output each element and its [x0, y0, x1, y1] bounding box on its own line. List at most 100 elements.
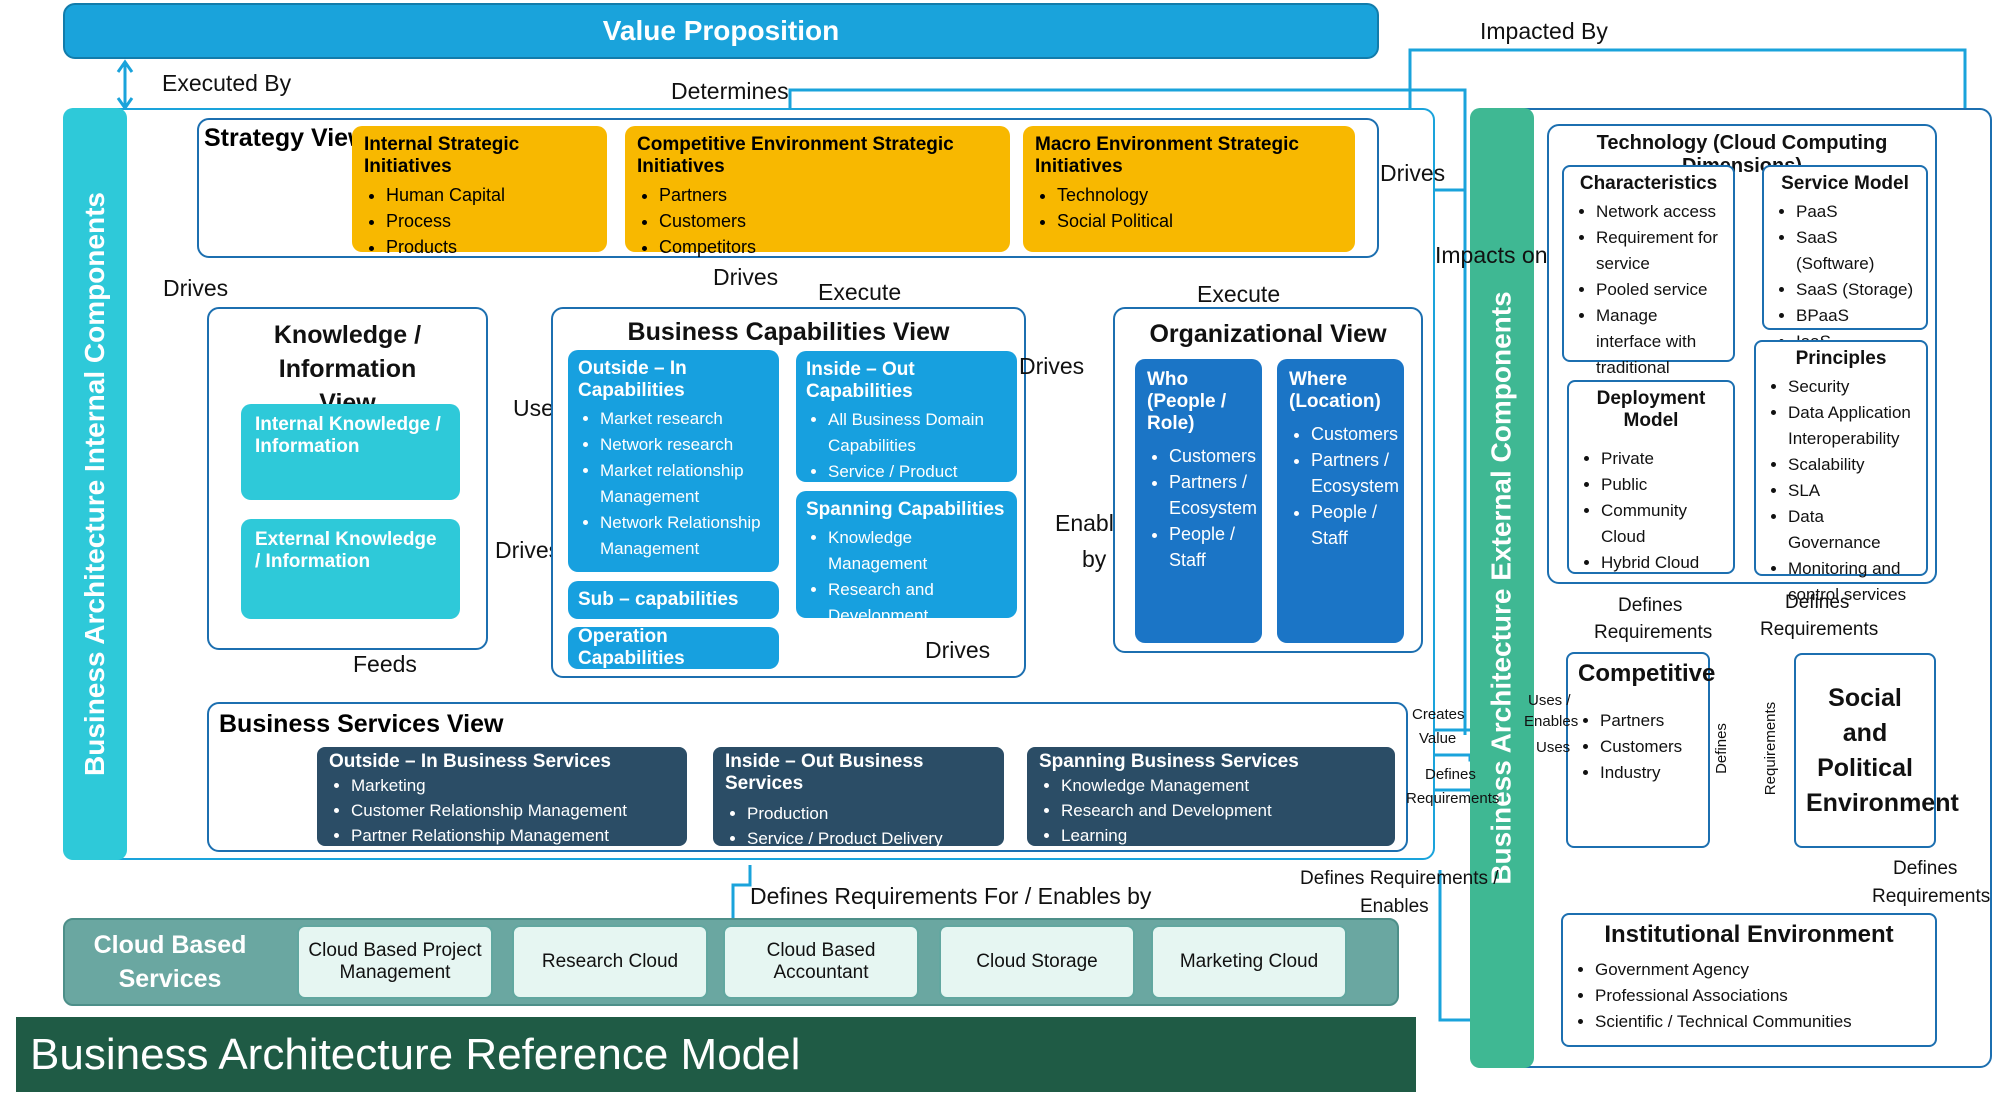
operation-capabilities-label: Operation Capabilities: [578, 626, 685, 669]
competitive-environment-strategic-initiatives: Competitive Environment Strategic Initia…: [625, 126, 1010, 257]
outside-in-services-title: Outside – In Business Services: [329, 751, 611, 772]
cloud-based-services-title: Cloud Based Services: [75, 928, 265, 996]
inside-out-capabilities: Inside – Out Capabilities All Business D…: [796, 351, 1017, 507]
requirements-label: Requirements: [1406, 790, 1500, 807]
list-item: PaaS: [1796, 199, 1916, 225]
external-knowledge-label: External Knowledge / Information: [255, 529, 437, 572]
list-item: All Business Domain Capabilities: [828, 407, 1007, 459]
external-knowledge-box: External Knowledge / Information: [241, 519, 460, 619]
competitive-title: Competitive: [1578, 660, 1716, 687]
list-item: SaaS (Software): [1796, 225, 1916, 277]
social-line1: Social and: [1828, 683, 1902, 747]
characteristics-box: Characteristics Network access Requireme…: [1562, 165, 1735, 377]
service-model-title: Service Model: [1781, 173, 1909, 194]
cloud-title-line2: Services: [118, 965, 222, 993]
competitive-strategic-title: Competitive Environment Strategic Initia…: [637, 134, 954, 177]
cloud-service-storage: Cloud Storage: [939, 925, 1135, 999]
cloud-service-accountant: Cloud Based Accountant: [723, 925, 919, 999]
list-item: Hybrid Cloud: [1601, 550, 1723, 576]
cloud-service-label: Cloud Based Accountant: [766, 940, 876, 983]
list-item: Security: [1788, 374, 1916, 400]
spanning-business-services: Spanning Business Services Knowledge Man…: [1027, 747, 1395, 846]
list-item: Partner Relationship Management: [351, 823, 675, 848]
internal-strategic-title: Internal Strategic Initiatives: [364, 134, 520, 177]
social-line3: Environment: [1806, 788, 1959, 817]
list-item: People / Staff: [1311, 499, 1392, 551]
defines-requirements-for-label: Defines Requirements For / Enables by: [750, 883, 1152, 909]
determines-label: Determines: [671, 78, 789, 104]
execute-mid-label: Execute: [818, 279, 902, 305]
list-item: Marketing: [351, 773, 675, 798]
who-title: Who (People / Role): [1147, 369, 1227, 434]
list-item: Government Agency: [1595, 957, 1925, 983]
external-components-bar: Business Architecture External Component…: [1470, 108, 1534, 1068]
deployment-model-title: Deployment Model: [1596, 388, 1706, 431]
spanning-capabilities-title: Spanning Capabilities: [806, 499, 1005, 520]
competitive-box: Competitive Partners Customers Industry: [1566, 652, 1716, 848]
cloud-service-project-management: Cloud Based Project Management: [297, 925, 493, 999]
defines-req-principles-label-2: Requirements: [1760, 619, 1879, 640]
cloud-service-label: Cloud Storage: [976, 951, 1098, 972]
characteristics-title: Characteristics: [1579, 173, 1718, 194]
internal-knowledge-label: Internal Knowledge / Information: [255, 414, 441, 457]
services-view-title: Business Services View: [219, 710, 504, 738]
principles-box: Principles Security Data Application Int…: [1754, 340, 1928, 604]
list-item: Knowledge Management: [1061, 773, 1383, 798]
list-item: Industry: [1600, 760, 1698, 786]
drives-top-right-label: Drives: [1380, 160, 1446, 186]
uses-enables-label-2: Enables: [1524, 713, 1579, 730]
inside-out-business-services: Inside – Out Business Services Productio…: [713, 747, 1004, 848]
impacted-by-label: Impacted By: [1480, 18, 1608, 44]
knowledge-view-title-line1: Knowledge / Information: [273, 321, 422, 383]
principles-title: Principles: [1795, 348, 1887, 369]
operation-capabilities: Operation Capabilities: [568, 626, 779, 669]
list-item: Production: [747, 801, 992, 826]
list-item: Learning: [828, 629, 1007, 655]
list-item: Network research: [600, 432, 769, 458]
outside-in-capabilities: Outside – In Capabilities Market researc…: [568, 350, 779, 572]
service-model-box: Service Model PaaS SaaS (Software) SaaS …: [1762, 165, 1928, 351]
drives-bottom-label: Drives: [925, 637, 991, 663]
defines-vertical-label: Defines: [1712, 723, 1730, 774]
footer-title: Business Architecture Reference Model: [30, 1029, 801, 1079]
cloud-title-line1: Cloud Based: [93, 931, 247, 959]
list-item: Public: [1601, 472, 1723, 498]
defines-req-enables-label-2: Enables: [1360, 896, 1429, 917]
list-item: People / Staff: [1169, 521, 1250, 573]
list-item: Learning: [1061, 823, 1383, 848]
inside-out-capabilities-title: Inside – Out Capabilities: [806, 359, 915, 402]
list-item: Private: [1601, 446, 1723, 472]
where-location: Where (Location) Customers Partners / Ec…: [1277, 359, 1404, 643]
outside-in-capabilities-title: Outside – In Capabilities: [578, 358, 687, 401]
execute-right-label: Execute: [1197, 281, 1281, 307]
list-item: Scalability: [1788, 452, 1916, 478]
list-item: Data Governance: [1788, 504, 1916, 556]
list-item: Customers: [1311, 421, 1398, 447]
sub-capabilities-label: Sub – capabilities: [578, 589, 739, 610]
defines-req-social-label-2: Requirements: [1872, 886, 1991, 907]
list-item: Customers: [1169, 443, 1256, 469]
list-item: Market research: [600, 406, 769, 432]
macro-environment-strategic-initiatives: Macro Environment Strategic Initiatives …: [1023, 126, 1355, 252]
social-line2: Political: [1817, 753, 1913, 782]
list-item: Partners / Ecosystem: [1169, 469, 1257, 521]
list-item: Technology: [1057, 182, 1343, 208]
organizational-view-title: Organizational View: [1149, 320, 1387, 348]
who-people-role: Who (People / Role) Customers Partners /…: [1135, 359, 1262, 643]
drives-knowledge-label: Drives: [495, 537, 561, 563]
list-item: Knowledge Management: [828, 525, 1007, 577]
spanning-services-title: Spanning Business Services: [1039, 751, 1299, 772]
where-title: Where (Location): [1289, 369, 1381, 412]
use-label: Use: [513, 395, 554, 421]
list-item: Social Political: [1057, 208, 1343, 234]
outside-in-business-services: Outside – In Business Services Marketing…: [317, 747, 687, 846]
impacts-on-label: Impacts on: [1435, 242, 1548, 268]
sub-capabilities: Sub – capabilities: [568, 581, 779, 619]
list-item: Data Application Interoperability: [1788, 400, 1916, 452]
list-item: Products: [386, 234, 595, 260]
footer-banner: Business Architecture Reference Model: [16, 1017, 1416, 1092]
institutional-title: Institutional Environment: [1604, 921, 1894, 948]
deployment-model-box: Deployment Model Private Public Communit…: [1567, 380, 1735, 574]
list-item: Service / Product Delivery: [747, 826, 992, 851]
defines-requirements-vertical: Defines Requirements: [1712, 700, 1779, 800]
